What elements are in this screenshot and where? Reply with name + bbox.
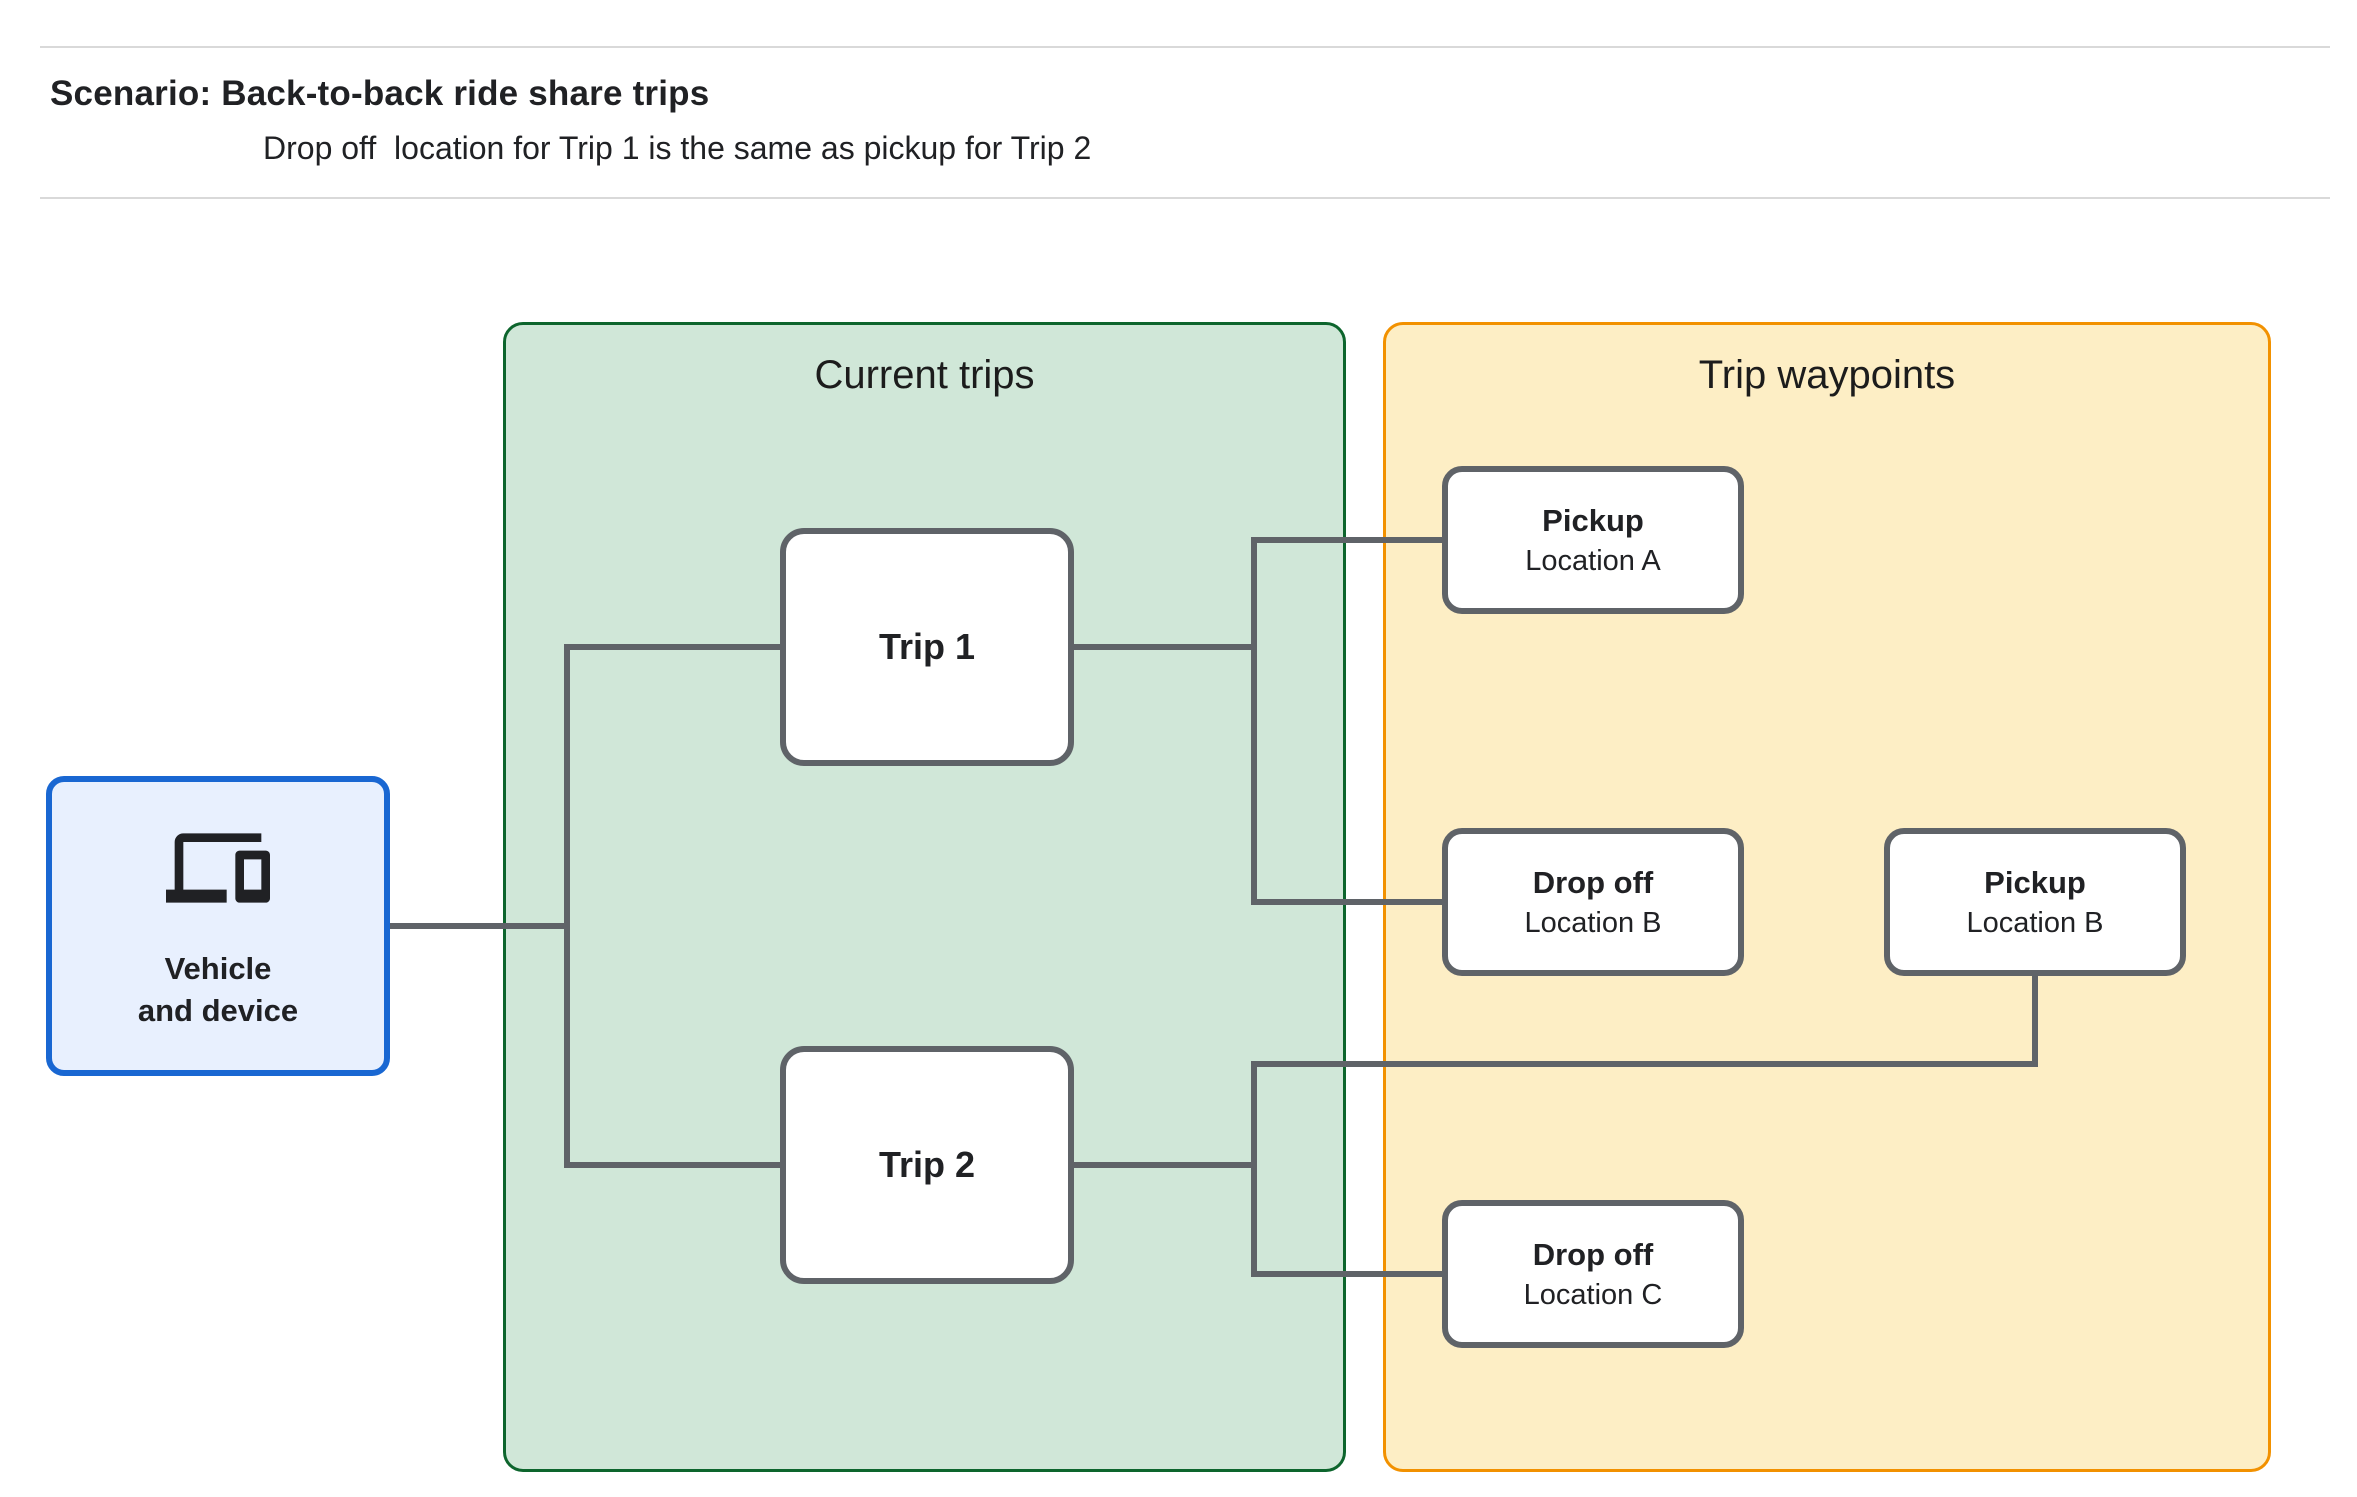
vehicle-label: Vehicle and device <box>138 948 298 1032</box>
trip-waypoints-title: Trip waypoints <box>1698 353 1956 397</box>
waypoint-location: Location C <box>1523 1278 1663 1311</box>
current-trips-title: Current trips <box>814 353 1035 397</box>
header-top-divider <box>40 46 2330 48</box>
waypoint-type: Pickup <box>1984 865 2086 901</box>
vehicle-and-device-node: Vehicle and device <box>46 776 390 1076</box>
vehicle-label-line2: and device <box>137 992 299 1028</box>
waypoint-location: Location B <box>1524 906 1662 939</box>
trip-2-label: Trip 2 <box>878 1144 976 1185</box>
devices-icon <box>166 833 270 903</box>
trip-1-label: Trip 1 <box>878 626 976 667</box>
pickup-location-b-node: Pickup Location B <box>1884 828 2186 976</box>
current-trips-container: Current trips <box>503 322 1346 1472</box>
trip-2-node: Trip 2 <box>780 1046 1074 1284</box>
page-subtitle: Drop off location for Trip 1 is the same… <box>263 130 1092 166</box>
dropoff-location-b-node: Drop off Location B <box>1442 828 1744 976</box>
waypoint-location: Location B <box>1966 906 2104 939</box>
pickup-location-a-node: Pickup Location A <box>1442 466 1744 614</box>
vehicle-label-line1: Vehicle <box>164 951 272 986</box>
trip-1-node: Trip 1 <box>780 528 1074 766</box>
header-bottom-divider <box>40 197 2330 199</box>
waypoint-location: Location A <box>1525 544 1661 577</box>
waypoint-type: Pickup <box>1542 503 1644 539</box>
dropoff-location-c-node: Drop off Location C <box>1442 1200 1744 1348</box>
page-title: Scenario: Back-to-back ride share trips <box>50 74 710 113</box>
waypoint-type: Drop off <box>1532 865 1654 901</box>
waypoint-type: Drop off <box>1532 1237 1654 1273</box>
